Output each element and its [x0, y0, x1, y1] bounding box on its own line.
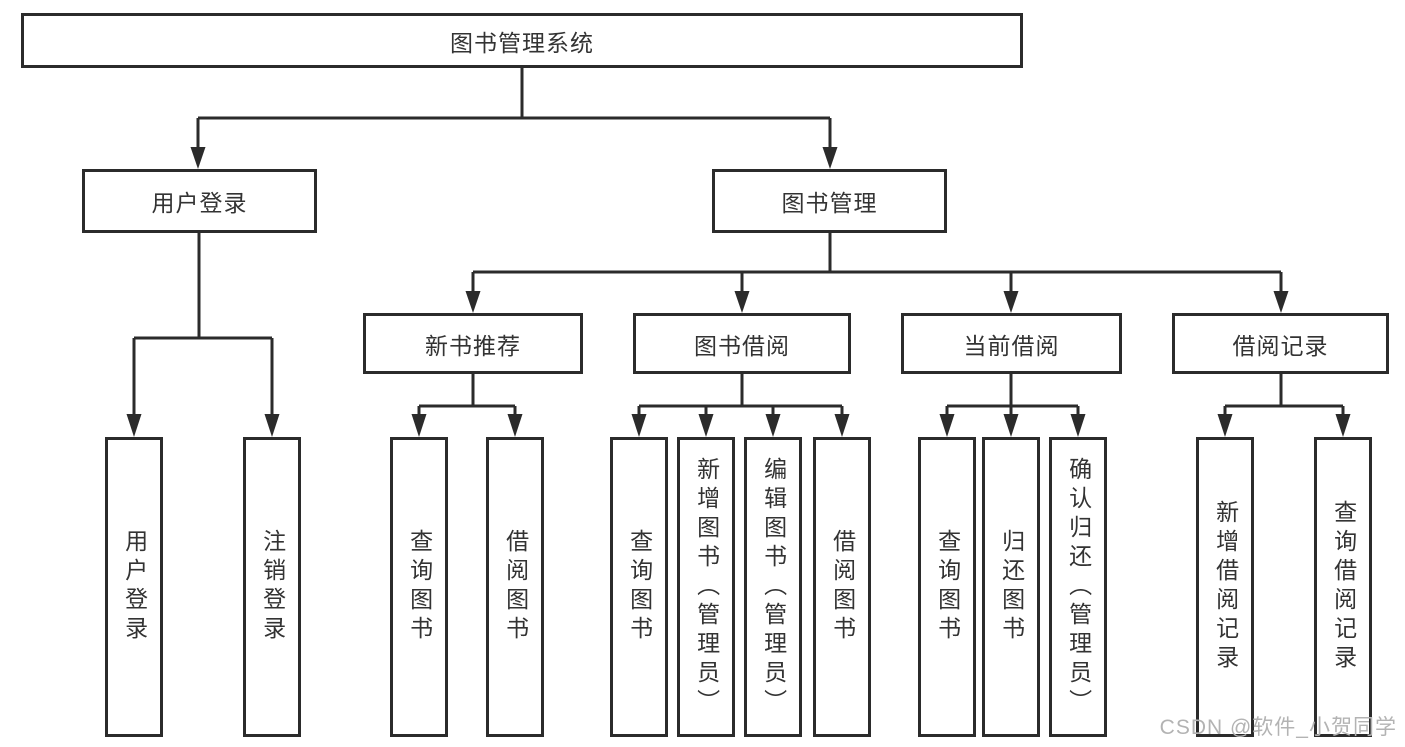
leaf-confirm-return-admin: 确认归还（管理员）: [1049, 437, 1107, 737]
leaf-logout: 注销登录: [243, 437, 301, 737]
node-book-management: 图书管理: [712, 169, 947, 233]
arrowheads: [126, 147, 1351, 437]
leaf-add-borrow-record: 新增借阅记录: [1196, 437, 1254, 737]
leaf-label: 查询图书: [626, 529, 653, 645]
node-label: 图书借阅: [694, 332, 790, 359]
node-borrow-record: 借阅记录: [1172, 313, 1389, 374]
leaf-label: 编辑图书（管理员）: [760, 456, 787, 718]
leaf-return-books: 归还图书: [982, 437, 1040, 737]
node-user-login: 用户登录: [82, 169, 317, 233]
node-book-borrow: 图书借阅: [633, 313, 851, 374]
node-label: 新书推荐: [425, 332, 521, 359]
leaf-label: 新增借阅记录: [1212, 500, 1239, 674]
leaf-user-login: 用户登录: [105, 437, 163, 737]
watermark: CSDN @软件_小贺同学: [1159, 716, 1397, 739]
leaf-label: 查询图书: [934, 529, 961, 645]
node-label: 图书管理: [781, 190, 878, 216]
leaf-label: 查询图书: [406, 529, 433, 645]
leaf-query-books-2: 查询图书: [610, 437, 668, 737]
node-label: 图书管理系统: [450, 29, 594, 56]
leaf-label: 新增图书（管理员）: [693, 456, 720, 718]
leaf-label: 查询借阅记录: [1330, 500, 1357, 674]
leaf-edit-books-admin: 编辑图书（管理员）: [744, 437, 802, 737]
leaf-borrow-books-2: 借阅图书: [813, 437, 871, 737]
node-current-borrow: 当前借阅: [901, 313, 1122, 374]
node-new-book-recommend: 新书推荐: [363, 313, 583, 374]
node-label: 当前借阅: [963, 332, 1060, 359]
leaf-add-books-admin: 新增图书（管理员）: [677, 437, 735, 737]
leaf-borrow-books-1: 借阅图书: [486, 437, 544, 737]
leaf-query-books-1: 查询图书: [390, 437, 448, 737]
leaf-label: 注销登录: [259, 529, 286, 645]
leaf-label: 借阅图书: [502, 529, 529, 645]
leaf-query-borrow-record: 查询借阅记录: [1314, 437, 1372, 737]
node-label: 用户登录: [151, 190, 248, 216]
leaf-query-books-3: 查询图书: [918, 437, 976, 737]
leaf-label: 归还图书: [998, 529, 1025, 645]
leaf-label: 借阅图书: [829, 529, 856, 645]
node-label: 借阅记录: [1232, 332, 1329, 359]
node-library-management-system: 图书管理系统: [21, 13, 1023, 68]
leaf-label: 确认归还（管理员）: [1065, 456, 1092, 718]
leaf-label: 用户登录: [121, 529, 148, 645]
